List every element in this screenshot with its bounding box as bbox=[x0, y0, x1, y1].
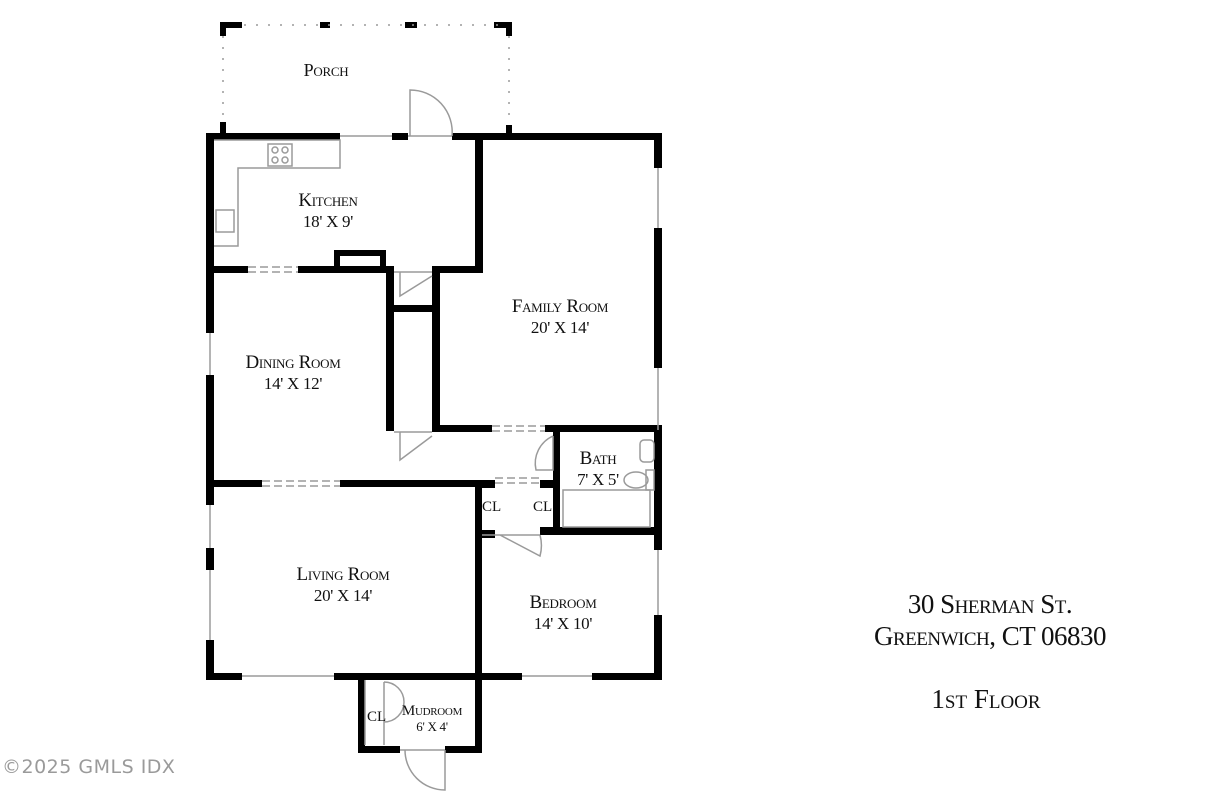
room-name: Family Room bbox=[511, 296, 609, 317]
room-name: Bath bbox=[579, 448, 617, 469]
room-dimensions: 18' X 9' bbox=[302, 211, 353, 231]
copyright-watermark: ©2025 GMLS IDX bbox=[2, 756, 176, 778]
room-name: Living Room bbox=[296, 564, 390, 585]
room-dining-room: Dining Room 14' X 12' bbox=[245, 352, 340, 393]
room-name: Bedroom bbox=[529, 592, 597, 613]
room-bedroom: Bedroom 14' X 10' bbox=[530, 592, 597, 633]
room-dimensions: 20' X 14' bbox=[530, 317, 590, 337]
windows-doors bbox=[209, 24, 659, 791]
closet-label: CL bbox=[367, 709, 387, 725]
room-name: Kitchen bbox=[298, 190, 358, 211]
room-dimensions: 7' X 5' bbox=[577, 469, 619, 489]
room-kitchen: Kitchen 18' X 9' bbox=[298, 190, 358, 231]
address-line-2: Greenwich, CT 06830 bbox=[873, 621, 1107, 651]
closet-label: CL bbox=[533, 499, 553, 515]
floor-label: 1st Floor bbox=[931, 684, 1041, 714]
room-dimensions: 20' X 14' bbox=[313, 585, 373, 605]
walls bbox=[206, 22, 662, 753]
closet-label: CL bbox=[482, 499, 502, 515]
room-family-room: Family Room 20' X 14' bbox=[511, 296, 609, 337]
room-name: Mudroom bbox=[401, 703, 463, 719]
room-porch: Porch bbox=[304, 60, 349, 81]
property-address: 30 Sherman St. Greenwich, CT 06830 bbox=[873, 588, 1107, 652]
room-living-room: Living Room 20' X 14' bbox=[297, 564, 390, 605]
room-dimensions: 6' X 4' bbox=[416, 719, 448, 735]
room-mudroom: Mudroom 6' X 4' bbox=[402, 703, 462, 735]
room-bath: Bath 7' X 5' bbox=[577, 448, 619, 489]
room-name: Porch bbox=[303, 60, 349, 80]
room-name: Dining Room bbox=[245, 352, 341, 373]
room-dimensions: 14' X 12' bbox=[263, 373, 323, 393]
address-line-1: 30 Sherman St. bbox=[907, 589, 1073, 619]
room-dimensions: 14' X 10' bbox=[533, 613, 593, 633]
